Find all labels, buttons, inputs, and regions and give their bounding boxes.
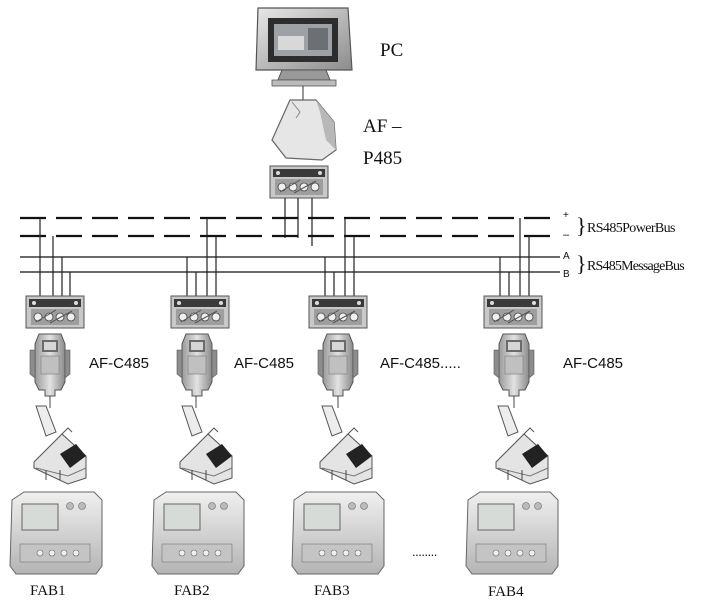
terminal-block-icon [170,295,230,329]
master-label-line1: AF – [363,116,402,137]
master-label-line2: P485 [363,148,402,169]
converter-label: AF-C485 [234,355,294,372]
message-bus-label: RS485MessageBus [587,259,684,274]
b-mark: B [563,269,570,280]
node-fab4: AF-C485 FAB4 [465,218,623,600]
power-bus-brace: } [576,213,587,238]
plc-icon [151,491,245,575]
plc-icon [291,491,385,575]
converter-icon [176,333,218,397]
slave-nodes: AF-C485 FAB1 AF-C485 FAB2 [9,218,623,600]
message-bus-brace: } [576,251,587,276]
node-fab2: AF-C485 FAB2 [151,218,294,599]
node-drops [499,218,530,298]
mouse-adapter-icon [271,99,337,161]
master-terminal-block-icon [269,165,329,199]
device-label: FAB1 [30,583,66,599]
terminal-block-icon [25,295,85,329]
device-label: FAB3 [314,583,350,599]
device-label: FAB4 [488,584,524,600]
device-label: FAB2 [174,583,210,599]
terminal-block-icon [308,295,368,329]
ellipsis-label: ........ [412,544,437,559]
converter-label: AF-C485..... [380,355,461,372]
plc-icon [465,491,559,575]
node-fab3: AF-C485..... FAB3 [291,218,461,599]
minus-mark: – [563,229,570,241]
terminal-block-icon [483,295,543,329]
converter-icon [317,333,359,397]
converter-icon [29,333,71,397]
converter-label: AF-C485 [89,355,149,372]
power-bus-label: RS485PowerBus [587,221,675,236]
node-fab1: AF-C485 FAB1 [9,218,149,599]
a-mark: A [563,251,570,262]
node-drops [39,218,71,298]
converter-label: AF-C485 [563,355,623,372]
node-drops [324,218,355,298]
pc-label: PC [380,40,403,61]
converter-icon [493,333,535,397]
monitor-icon [255,7,353,87]
plus-mark: + [563,210,569,221]
node-drops [186,218,217,298]
master-drops [284,198,313,246]
plc-icon [9,491,103,575]
